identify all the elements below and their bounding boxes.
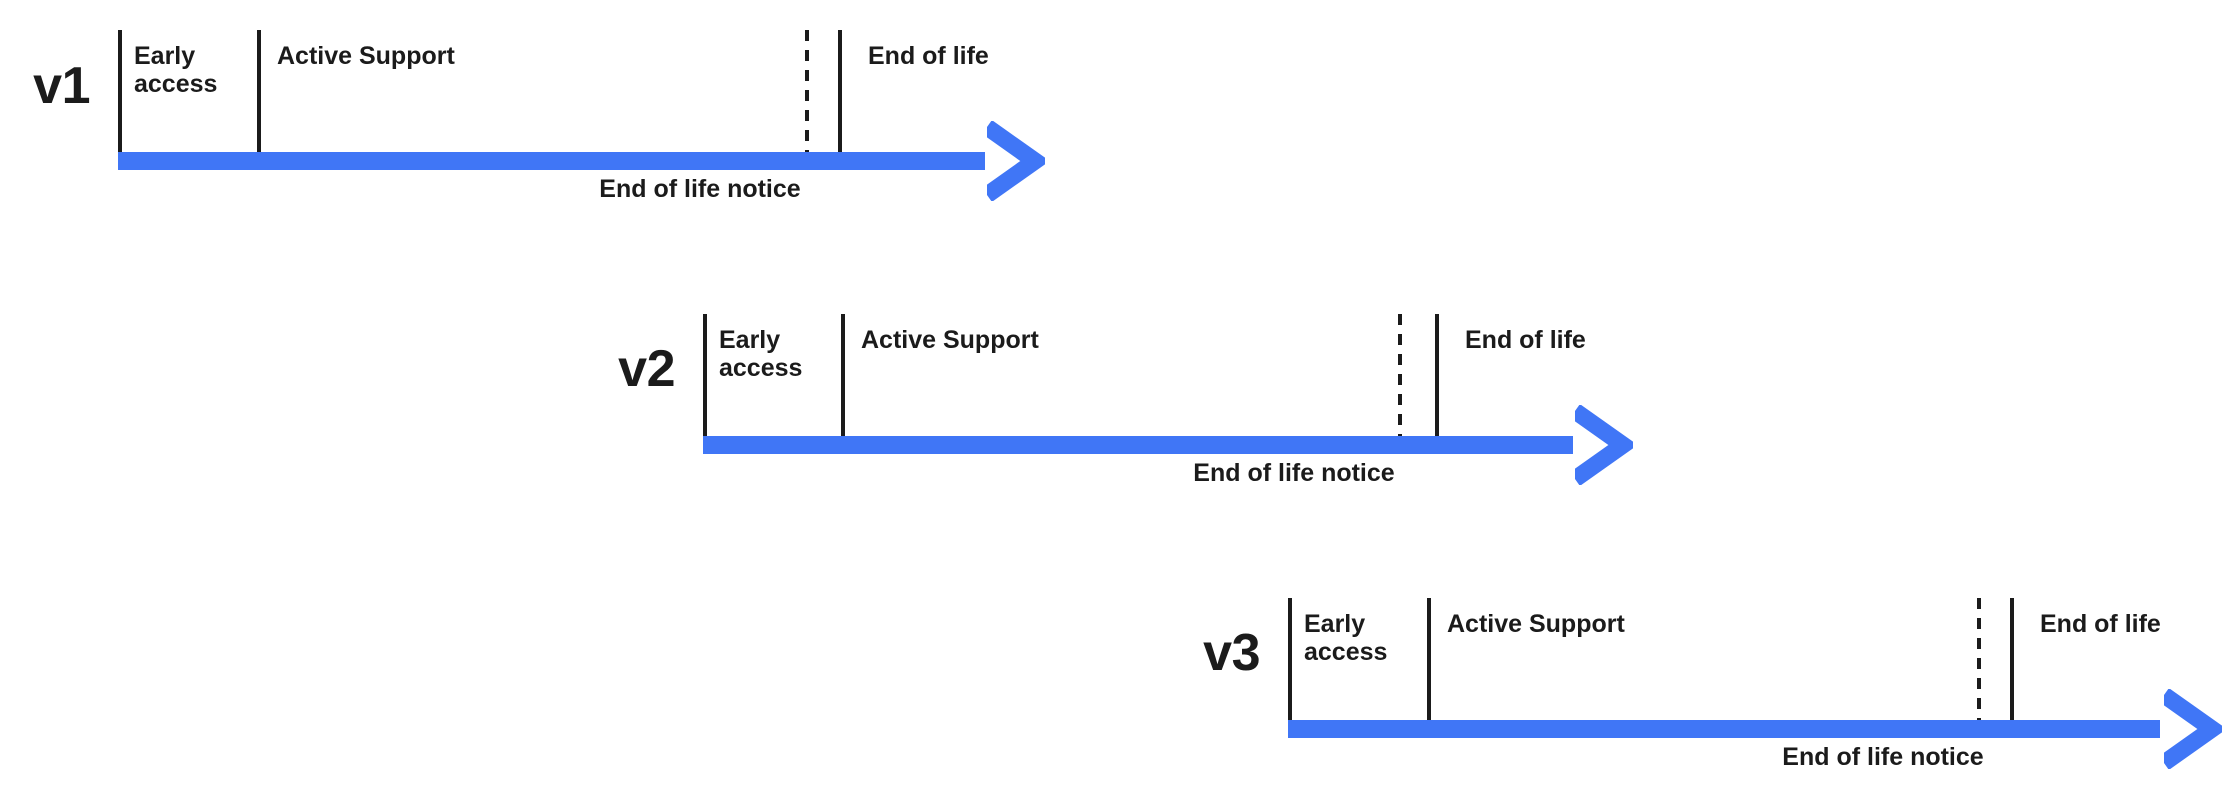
early-access-divider-v2 <box>841 314 845 436</box>
end-of-life-notice-marker-v2 <box>1398 314 1402 436</box>
early-access-label-v3: Early access <box>1304 610 1388 666</box>
active-support-label-v3: Active Support <box>1447 610 1625 638</box>
early-access-divider-v3 <box>1427 598 1431 720</box>
start-divider-v2 <box>703 314 707 436</box>
timeline-bar-v2 <box>703 436 1573 454</box>
version-label-v3: v3 <box>1203 624 1260 682</box>
end-of-life-divider-v1 <box>838 30 842 152</box>
arrow-head-v2 <box>1575 405 1633 485</box>
start-divider-v1 <box>118 30 122 152</box>
end-of-life-label-v1: End of life <box>868 42 989 70</box>
end-of-life-notice-label-v1: End of life notice <box>599 175 801 203</box>
end-of-life-notice-marker-v1 <box>805 30 809 152</box>
end-of-life-notice-label-v2: End of life notice <box>1193 459 1395 487</box>
early-access-label-v2: Early access <box>719 326 803 382</box>
end-of-life-label-v2: End of life <box>1465 326 1586 354</box>
version-label-v1: v1 <box>33 57 90 115</box>
end-of-life-notice-marker-v3 <box>1977 598 1981 720</box>
end-of-life-label-v3: End of life <box>2040 610 2161 638</box>
active-support-label-v2: Active Support <box>861 326 1039 354</box>
end-of-life-divider-v3 <box>2010 598 2014 720</box>
arrow-head-v3 <box>2164 689 2222 769</box>
early-access-label-v1: Early access <box>134 42 218 98</box>
timeline-bar-v3 <box>1288 720 2160 738</box>
version-label-v2: v2 <box>618 340 675 398</box>
start-divider-v3 <box>1288 598 1292 720</box>
active-support-label-v1: Active Support <box>277 42 455 70</box>
early-access-divider-v1 <box>257 30 261 152</box>
end-of-life-notice-label-v3: End of life notice <box>1782 743 1984 771</box>
timeline-bar-v1 <box>118 152 985 170</box>
arrow-head-v1 <box>987 121 1045 201</box>
end-of-life-divider-v2 <box>1435 314 1439 436</box>
